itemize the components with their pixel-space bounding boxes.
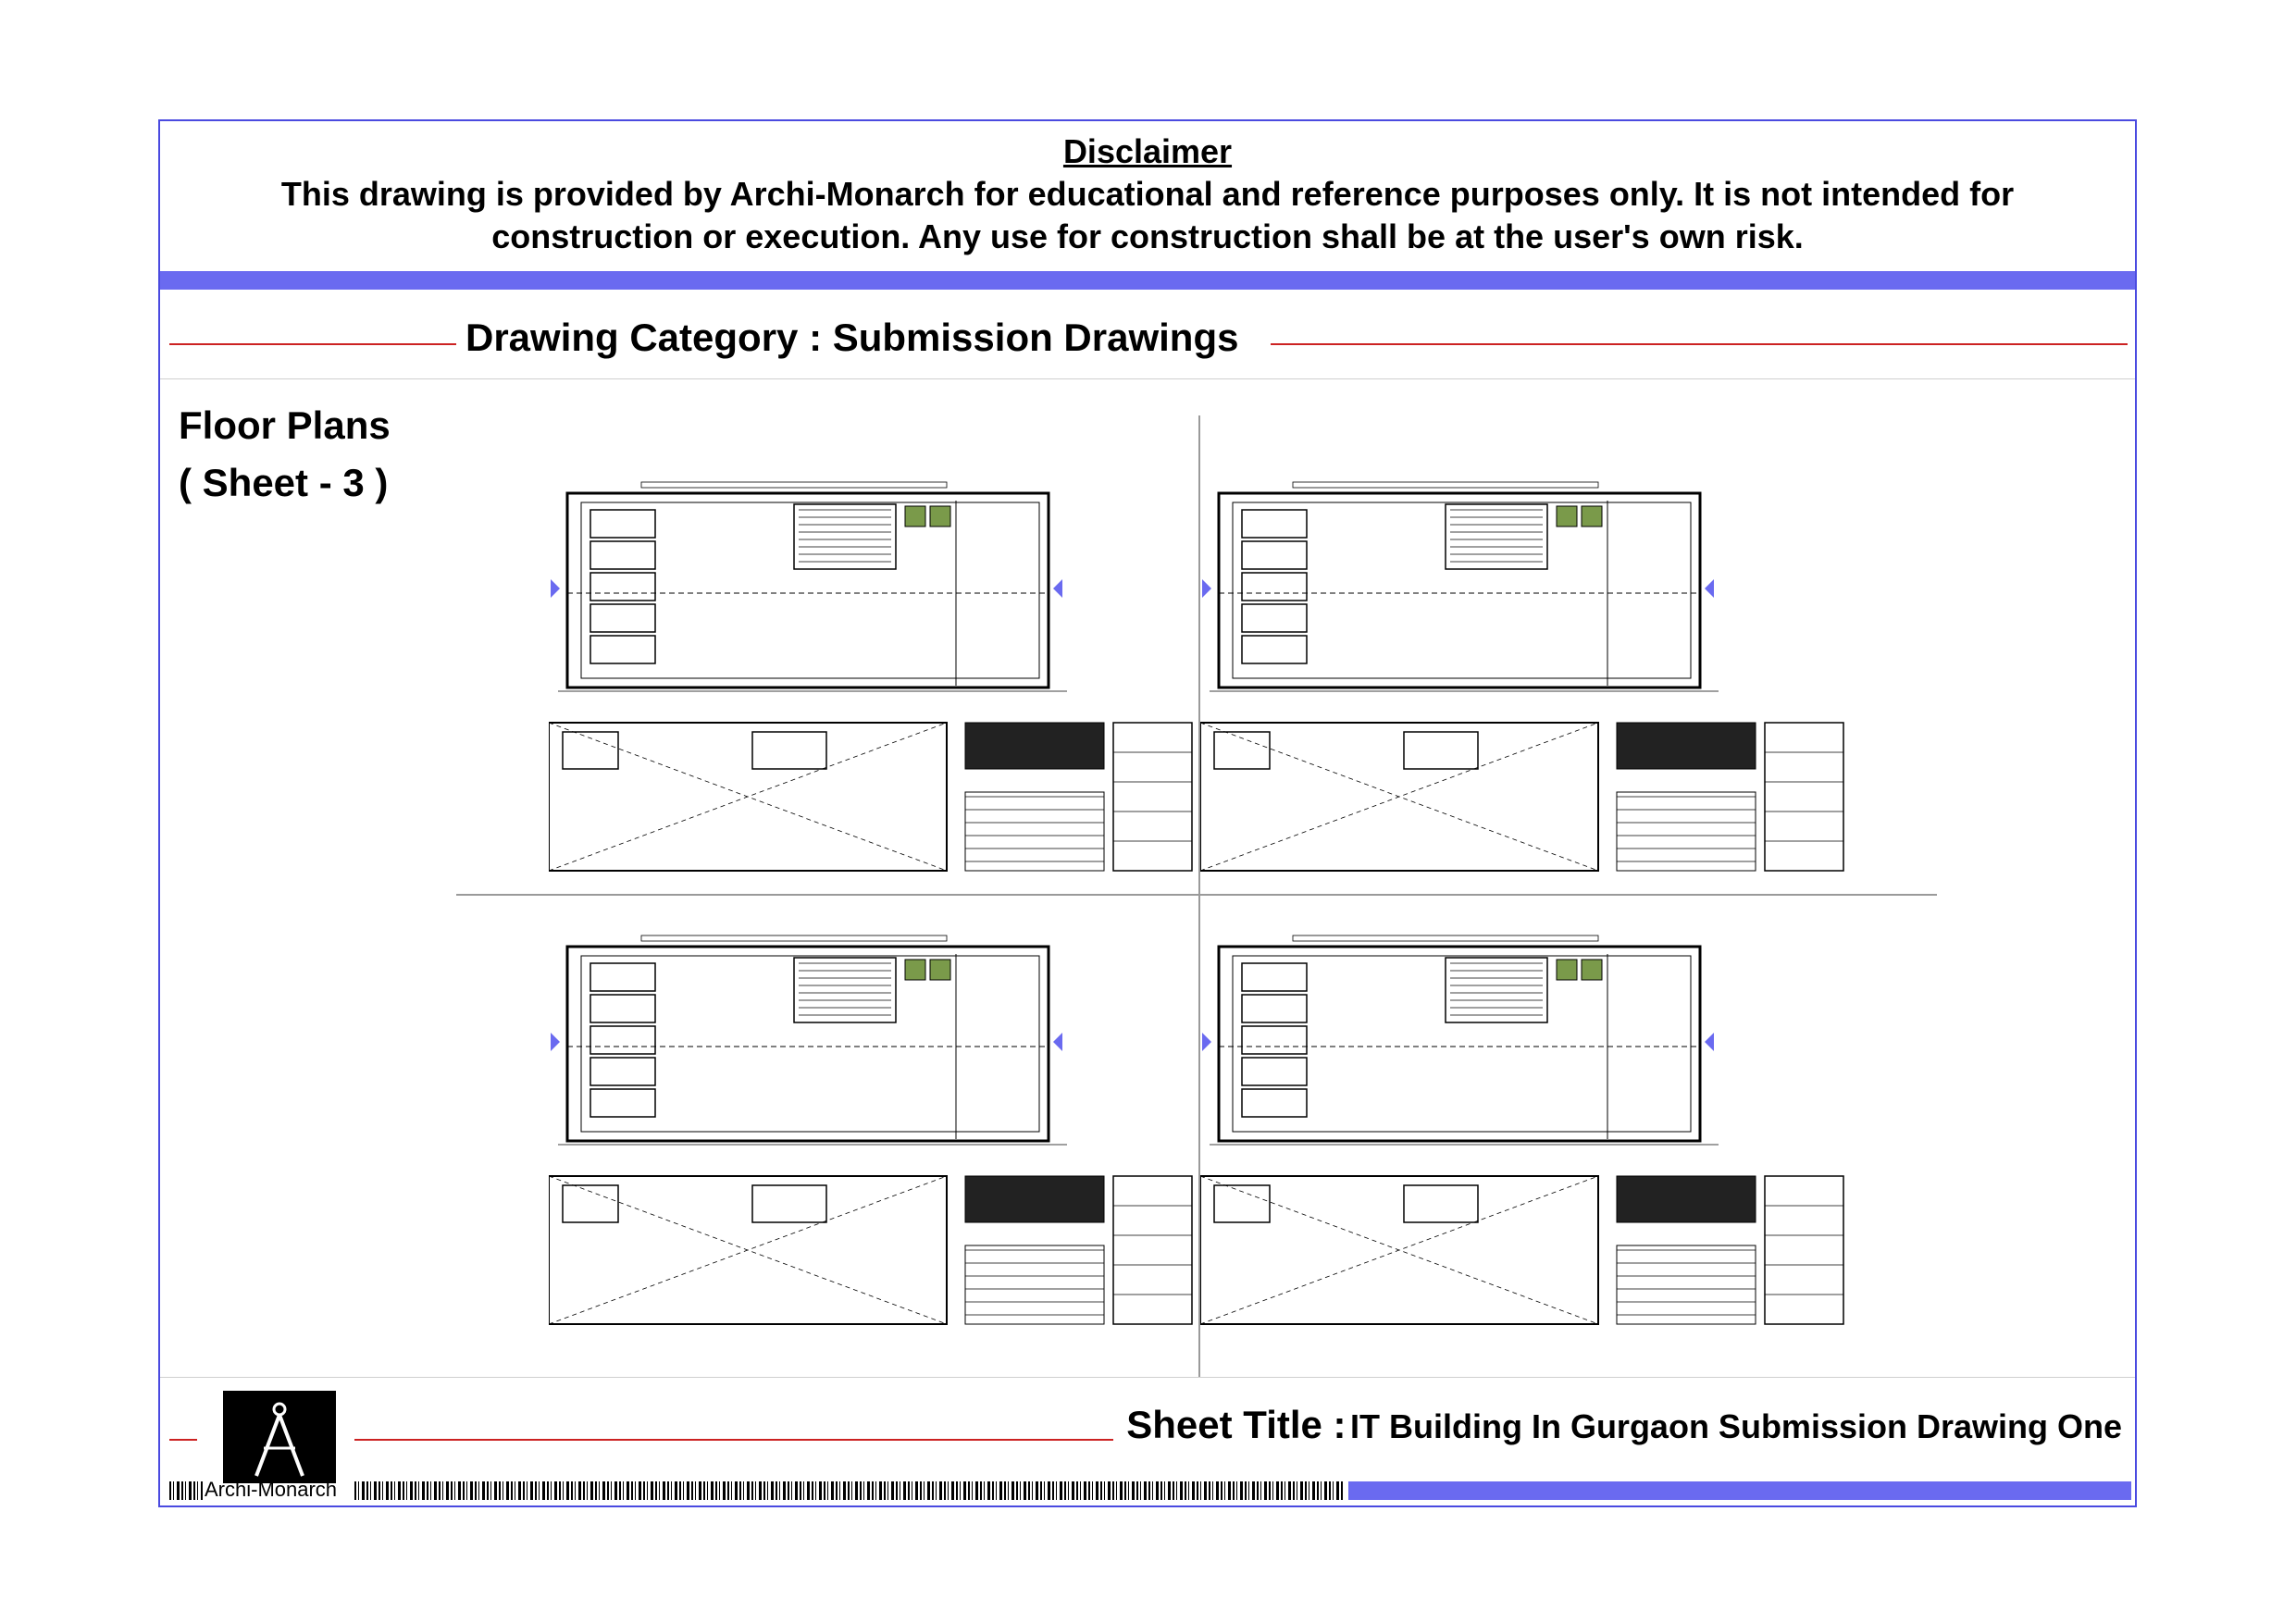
disclaimer-block: Disclaimer This drawing is provided by A… [160, 121, 2135, 269]
section-title: Floor Plans ( Sheet - 3 ) [179, 397, 391, 512]
sheet-title: Sheet Title : IT Building In Gurgaon Sub… [1126, 1403, 2122, 1447]
category-rule-right [1271, 343, 2128, 345]
footer-rule-right [354, 1439, 1113, 1441]
barcode-strip-left [169, 1481, 203, 1500]
sheet-number: ( Sheet - 3 ) [179, 461, 389, 504]
floor-plan-top-right [1200, 473, 1848, 880]
disclaimer-title: Disclaimer [1062, 132, 1233, 170]
category-rule-left [169, 343, 456, 345]
sheet-title-value: IT Building In Gurgaon Submission Drawin… [1349, 1407, 2122, 1445]
floor-plan-top-left [549, 473, 1197, 880]
barcode-strip-right [354, 1481, 1345, 1500]
footer-separator [160, 1377, 2135, 1378]
drawing-sheet-frame: Disclaimer This drawing is provided by A… [158, 119, 2137, 1507]
floor-plan-bottom-right [1200, 926, 1848, 1333]
category-separator [160, 378, 2135, 379]
footer-band [1348, 1481, 2131, 1500]
disclaimer-text: This drawing is provided by Archi-Monarc… [280, 175, 2015, 255]
quadrant-divider-vertical [1198, 415, 1200, 1378]
category-row: Drawing Category : Submission Drawings [160, 316, 2135, 371]
sheet-title-label: Sheet Title : [1126, 1403, 1347, 1446]
footer-rule-left [169, 1439, 197, 1441]
compass-icon [223, 1391, 336, 1483]
section-heading: Floor Plans [179, 403, 391, 447]
drawing-category: Drawing Category : Submission Drawings [465, 316, 1239, 359]
brand-name: Archi-Monarch [205, 1478, 338, 1501]
quadrant-divider-horizontal [456, 894, 1937, 896]
floor-plan-bottom-left [549, 926, 1197, 1333]
header-band [160, 271, 2135, 290]
